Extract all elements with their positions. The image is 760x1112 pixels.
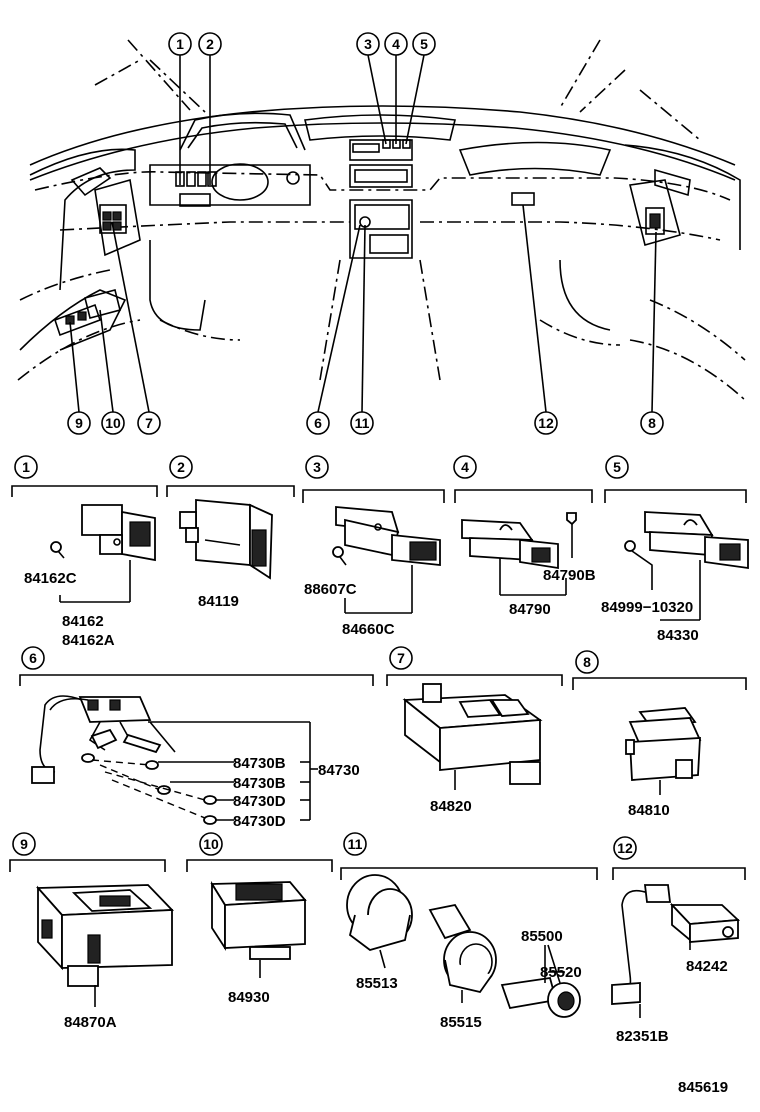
svg-text:3: 3 (364, 36, 372, 52)
part-84730B-label-2: 84730B (233, 775, 286, 792)
figure-number: 845619 (678, 1079, 728, 1096)
part-84162A-label: 84162A (62, 632, 115, 649)
section-4: 4 84790B 84790 (453, 455, 596, 618)
part-88607C-label: 88607C (304, 581, 357, 598)
part-84790B-label: 84790B (543, 567, 596, 584)
svg-text:11: 11 (348, 836, 363, 852)
part-82351B-label: 82351B (616, 1028, 669, 1045)
section-12: 12 84242 82351B (611, 836, 746, 1045)
svg-text:9: 9 (20, 836, 28, 852)
svg-text:12: 12 (538, 415, 554, 431)
part-84730D-label-2: 84730D (233, 813, 286, 830)
svg-text:5: 5 (420, 36, 428, 52)
part-84242-label: 84242 (686, 958, 728, 975)
part-84162C-label: 84162C (24, 570, 77, 587)
svg-text:6: 6 (29, 650, 37, 666)
part-85515-label: 85515 (440, 1014, 482, 1031)
part-84730D-label-1: 84730D (233, 793, 286, 810)
part-84660C-label: 84660C (342, 621, 395, 638)
section-3: 3 88607C 84660C (302, 455, 445, 638)
svg-text:9: 9 (75, 415, 83, 431)
part-85513-label: 85513 (356, 975, 398, 992)
svg-text:8: 8 (648, 415, 656, 431)
svg-text:4: 4 (461, 459, 469, 475)
svg-text:10: 10 (203, 836, 219, 852)
svg-text:7: 7 (397, 650, 405, 666)
svg-text:1: 1 (22, 459, 30, 475)
section-5: 5 84999−10320 84330 (601, 455, 749, 644)
section-6: 6 84730B 84730B 84 (19, 646, 374, 830)
part-85520-label: 85520 (540, 964, 582, 981)
part-84820-label: 84820 (430, 798, 472, 815)
svg-text:1: 1 (176, 36, 184, 52)
part-84730B-label-1: 84730B (233, 755, 286, 772)
overview-callouts: 1 2 3 4 5 9 10 7 6 11 12 8 (67, 32, 664, 435)
dashboard-overview-illustration (17, 39, 746, 401)
section-10: 10 84930 (186, 832, 333, 1006)
section-9: 9 84870A (9, 832, 175, 1031)
part-84330-label: 84330 (657, 627, 699, 644)
svg-text:6: 6 (314, 415, 322, 431)
part-84162-label: 84162 (62, 613, 104, 630)
part-84119-label: 84119 (198, 593, 239, 610)
part-84790-label: 84790 (509, 601, 551, 618)
svg-text:2: 2 (206, 36, 214, 52)
svg-text:4: 4 (392, 36, 400, 52)
part-84810-label: 84810 (628, 802, 670, 819)
svg-text:5: 5 (613, 459, 621, 475)
svg-text:3: 3 (313, 459, 321, 475)
part-85500-label: 85500 (521, 928, 563, 945)
svg-text:7: 7 (145, 415, 153, 431)
section-2: 2 84119 (166, 455, 295, 610)
part-84999-label: 84999−10320 (601, 599, 693, 616)
svg-text:12: 12 (617, 840, 633, 856)
section-8: 8 84810 (572, 650, 747, 819)
part-84930-label: 84930 (228, 989, 270, 1006)
svg-text:10: 10 (105, 415, 121, 431)
section-1: 1 84162C 84162 84162A (11, 455, 158, 649)
part-84730-label: 84730 (318, 762, 360, 779)
svg-text:11: 11 (355, 415, 370, 431)
svg-text:2: 2 (177, 459, 185, 475)
section-7: 7 84820 (386, 646, 563, 815)
svg-text:8: 8 (583, 654, 591, 670)
section-11: 11 85513 85515 85500 85520 (340, 832, 598, 1031)
part-84870A-label: 84870A (64, 1014, 117, 1031)
